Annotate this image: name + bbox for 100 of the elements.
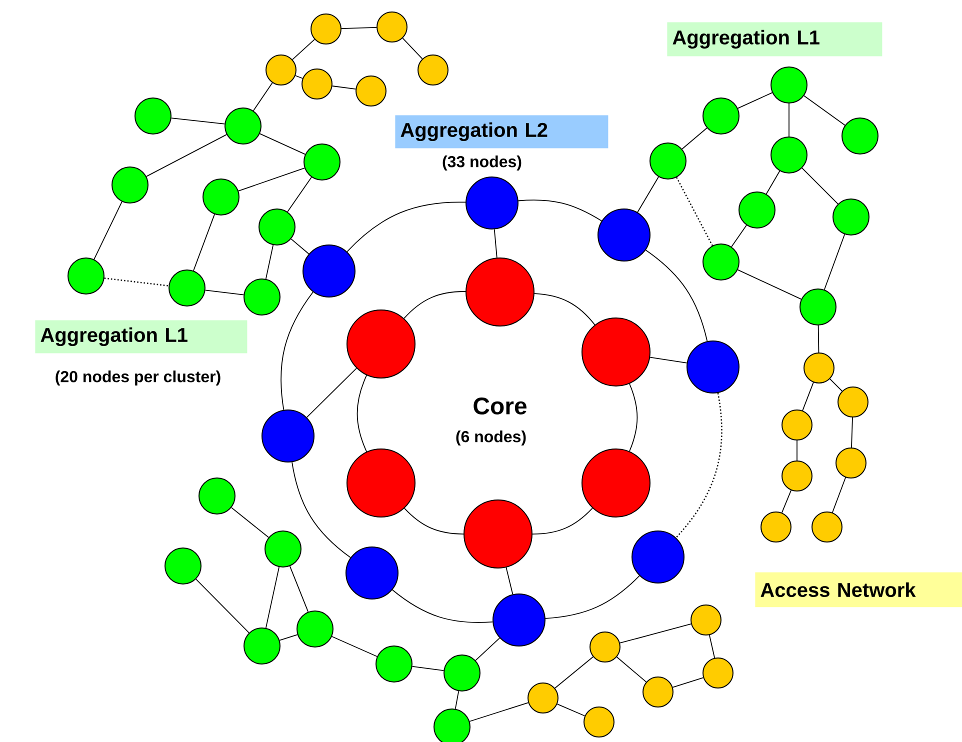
network-node xyxy=(262,410,314,462)
link-line xyxy=(629,383,638,452)
network-node xyxy=(812,512,842,542)
link-line xyxy=(402,38,423,60)
link-line xyxy=(737,92,773,109)
network-node xyxy=(582,448,650,518)
network-node xyxy=(584,706,614,738)
label-box: Aggregation L1 xyxy=(35,320,248,354)
link-line xyxy=(832,477,846,513)
link-line xyxy=(637,176,659,213)
link-line xyxy=(289,566,309,612)
link-line xyxy=(412,666,444,672)
network-node xyxy=(702,244,740,280)
link-line xyxy=(556,704,586,716)
network-node xyxy=(770,66,808,104)
link-line xyxy=(392,589,494,623)
network-node xyxy=(418,54,448,86)
network-node xyxy=(650,142,686,180)
link-line xyxy=(788,103,790,137)
link-line xyxy=(346,202,466,252)
network-node xyxy=(244,278,280,316)
network-node xyxy=(302,244,356,298)
network-node xyxy=(492,594,546,646)
link-line xyxy=(287,176,312,212)
network-node xyxy=(738,192,776,228)
network-node xyxy=(302,68,332,100)
network-node xyxy=(296,610,334,648)
link-line xyxy=(204,290,244,296)
network-node xyxy=(346,448,416,518)
network-node xyxy=(244,628,280,664)
network-node xyxy=(836,448,866,478)
link-line xyxy=(265,244,274,280)
network-node xyxy=(782,410,812,440)
network-node xyxy=(632,530,684,584)
label-box: Access Network xyxy=(755,572,962,608)
network-node xyxy=(528,682,558,714)
ring-label: Core xyxy=(474,398,527,414)
network-node xyxy=(466,258,534,326)
link-line xyxy=(341,27,377,29)
link-line xyxy=(265,566,280,628)
network-node xyxy=(444,654,480,692)
network-node xyxy=(582,318,650,386)
link-line xyxy=(356,374,368,452)
link-line xyxy=(146,134,228,177)
network-node xyxy=(464,500,532,568)
network-node xyxy=(168,270,206,306)
link-line xyxy=(230,507,270,538)
network-node xyxy=(434,708,470,742)
link-line xyxy=(518,200,602,222)
network-node xyxy=(346,310,416,378)
network-node xyxy=(690,604,722,636)
link-line xyxy=(532,508,593,535)
network-node xyxy=(598,208,650,262)
link-line xyxy=(796,440,798,461)
caption-text: (20 nodes per cluster) xyxy=(56,370,220,386)
link-line xyxy=(332,86,356,90)
link-line xyxy=(802,382,814,411)
link-line xyxy=(252,82,273,112)
network-node xyxy=(590,632,620,662)
network-node xyxy=(702,658,734,688)
network-node xyxy=(770,136,808,174)
link-line xyxy=(193,214,215,272)
link-line xyxy=(279,634,298,641)
network-node xyxy=(832,198,870,236)
label-box: Aggregation L2 xyxy=(395,115,608,148)
link-line xyxy=(818,325,820,353)
link-line xyxy=(676,392,722,538)
network-node xyxy=(202,178,240,216)
link-line xyxy=(554,656,594,689)
network-node xyxy=(310,14,342,44)
link-line xyxy=(259,133,306,155)
label-box: Aggregation L1 xyxy=(667,22,882,56)
caption-text: (33 nodes) xyxy=(442,156,522,170)
link-line xyxy=(620,624,692,644)
link-line xyxy=(280,292,314,410)
link-line xyxy=(506,567,514,595)
network-node xyxy=(68,258,104,294)
link-line xyxy=(708,634,716,658)
link-line xyxy=(804,95,846,126)
link-line xyxy=(331,636,378,657)
network-node xyxy=(356,76,386,106)
link-line xyxy=(292,462,351,558)
network-node xyxy=(304,144,340,180)
link-line xyxy=(469,702,529,722)
network-node xyxy=(702,98,740,134)
link-line xyxy=(824,234,846,290)
link-line xyxy=(830,378,842,392)
link-line xyxy=(672,677,704,688)
network-node xyxy=(466,176,518,230)
link-line xyxy=(170,118,226,124)
link-line xyxy=(295,75,303,79)
link-line xyxy=(851,417,853,448)
link-line xyxy=(737,269,802,300)
network-node xyxy=(782,460,812,492)
network-node xyxy=(842,118,878,154)
link-line xyxy=(196,578,250,634)
link-line xyxy=(616,656,647,682)
link-line xyxy=(290,238,310,254)
network-node xyxy=(112,166,148,204)
network-node xyxy=(642,676,674,708)
